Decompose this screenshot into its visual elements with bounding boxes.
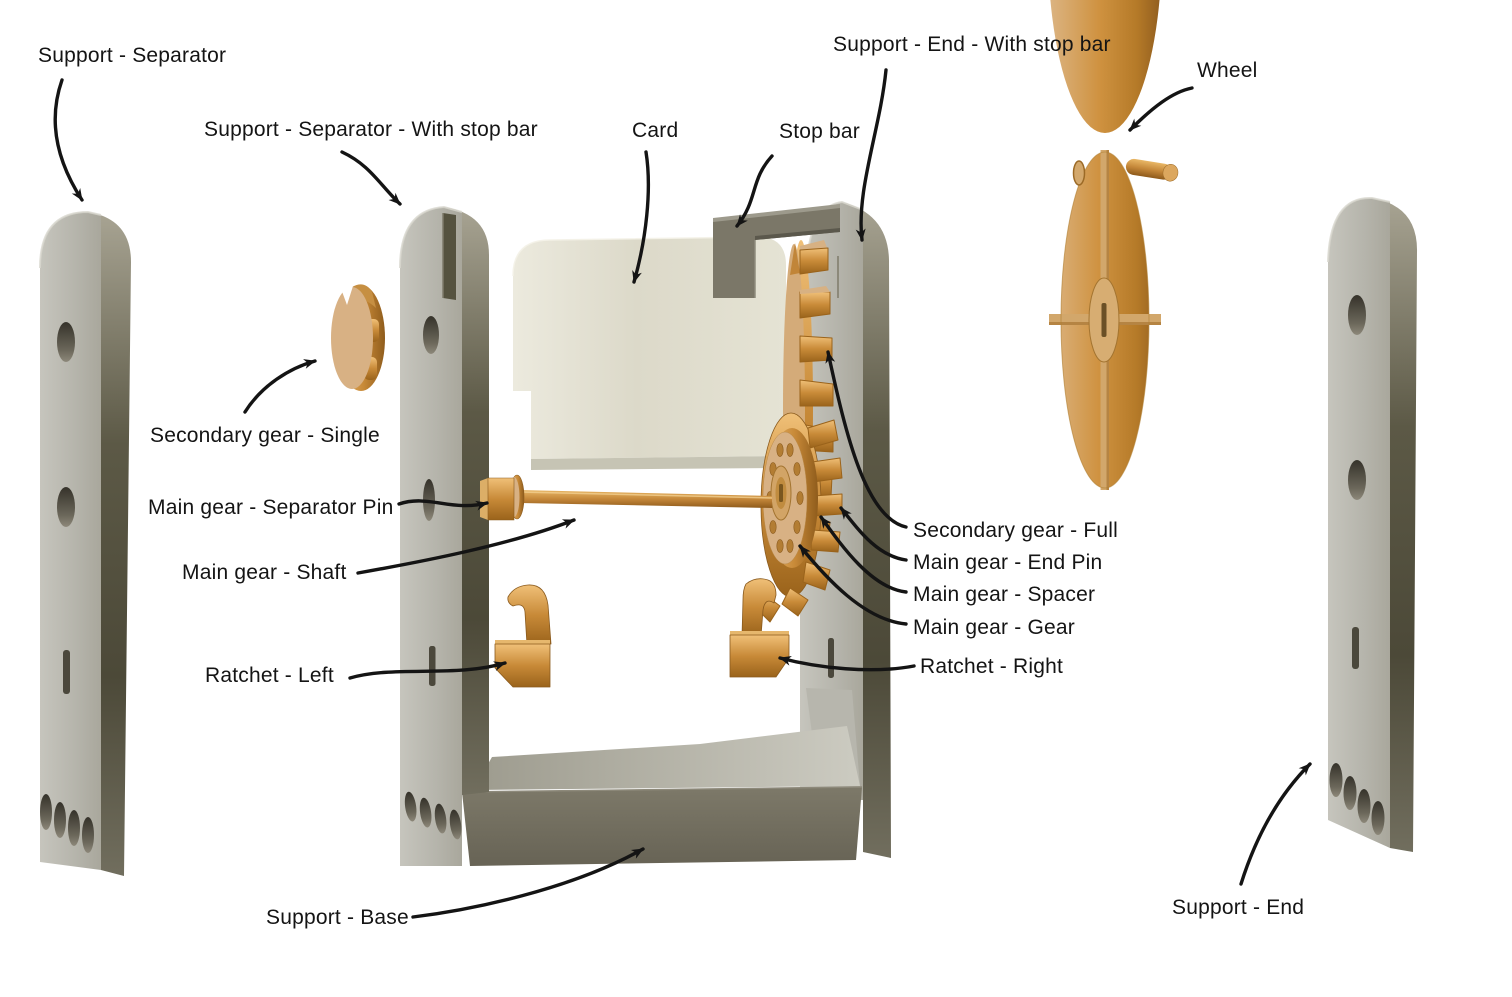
arrow-ratchet-right bbox=[778, 655, 916, 672]
arrow-support-end bbox=[1239, 762, 1312, 886]
arrow-card bbox=[632, 150, 651, 284]
arrow-main-gear-end-pin bbox=[839, 506, 908, 562]
main-gear-separator-pin-part bbox=[480, 477, 515, 521]
label-support-separator: Support - Separator bbox=[38, 44, 227, 67]
label-card: Card bbox=[632, 119, 679, 142]
label-stop-bar: Stop bar bbox=[779, 120, 860, 143]
arrow-stop-bar bbox=[735, 154, 774, 228]
main-gear-spacer-part bbox=[762, 428, 818, 568]
support-end-part bbox=[1327, 196, 1418, 852]
label-main-gear-spacer: Main gear - Spacer bbox=[913, 583, 1096, 606]
label-main-gear-gear: Main gear - Gear bbox=[913, 616, 1075, 639]
label-main-gear-shaft: Main gear - Shaft bbox=[182, 561, 347, 584]
label-ratchet-left: Ratchet - Left bbox=[205, 664, 334, 687]
arrow-main-gear-shaft bbox=[356, 518, 576, 575]
arrow-wheel bbox=[1128, 86, 1194, 132]
arrow-support-end-with-stop-bar bbox=[855, 68, 888, 242]
support-separator-part bbox=[39, 210, 131, 876]
arrow-support-base bbox=[411, 847, 645, 919]
main-gear-end-pin-part bbox=[770, 465, 792, 521]
annotation-arrows bbox=[53, 68, 1312, 919]
arrow-ratchet-left bbox=[348, 661, 507, 680]
arrow-main-gear-spacer bbox=[819, 515, 908, 594]
arrow-main-gear-gear bbox=[798, 544, 908, 626]
label-main-gear-end-pin: Main gear - End Pin bbox=[913, 551, 1103, 574]
wheel-part bbox=[1049, 0, 1179, 490]
label-secondary-gear-full: Secondary gear - Full bbox=[913, 519, 1118, 542]
arrow-support-separator bbox=[53, 78, 84, 202]
ratchet-right-part bbox=[729, 578, 790, 678]
support-separator-with-stop-bar-part bbox=[399, 205, 489, 866]
label-main-gear-separator-pin: Main gear - Separator Pin bbox=[148, 496, 394, 519]
support-base-part bbox=[461, 688, 863, 866]
label-secondary-gear-single: Secondary gear - Single bbox=[150, 424, 380, 447]
ratchet-left-part bbox=[494, 584, 552, 688]
arrow-support-separator-with-stop-bar bbox=[340, 150, 402, 206]
label-support-end-with-stop-bar: Support - End - With stop bar bbox=[833, 33, 1111, 56]
label-ratchet-right: Ratchet - Right bbox=[920, 655, 1064, 678]
arrow-main-gear-separator-pin bbox=[397, 499, 489, 511]
arrow-secondary-gear-single bbox=[243, 359, 317, 414]
label-wheel: Wheel bbox=[1197, 59, 1258, 82]
label-support-separator-with-stop-bar: Support - Separator - With stop bar bbox=[204, 118, 538, 141]
label-support-base: Support - Base bbox=[266, 906, 409, 929]
main-gear-shaft-part bbox=[480, 474, 773, 521]
arrow-secondary-gear-full bbox=[825, 350, 908, 529]
label-support-end: Support - End bbox=[1172, 896, 1305, 919]
secondary-gear-single-part bbox=[331, 284, 385, 391]
